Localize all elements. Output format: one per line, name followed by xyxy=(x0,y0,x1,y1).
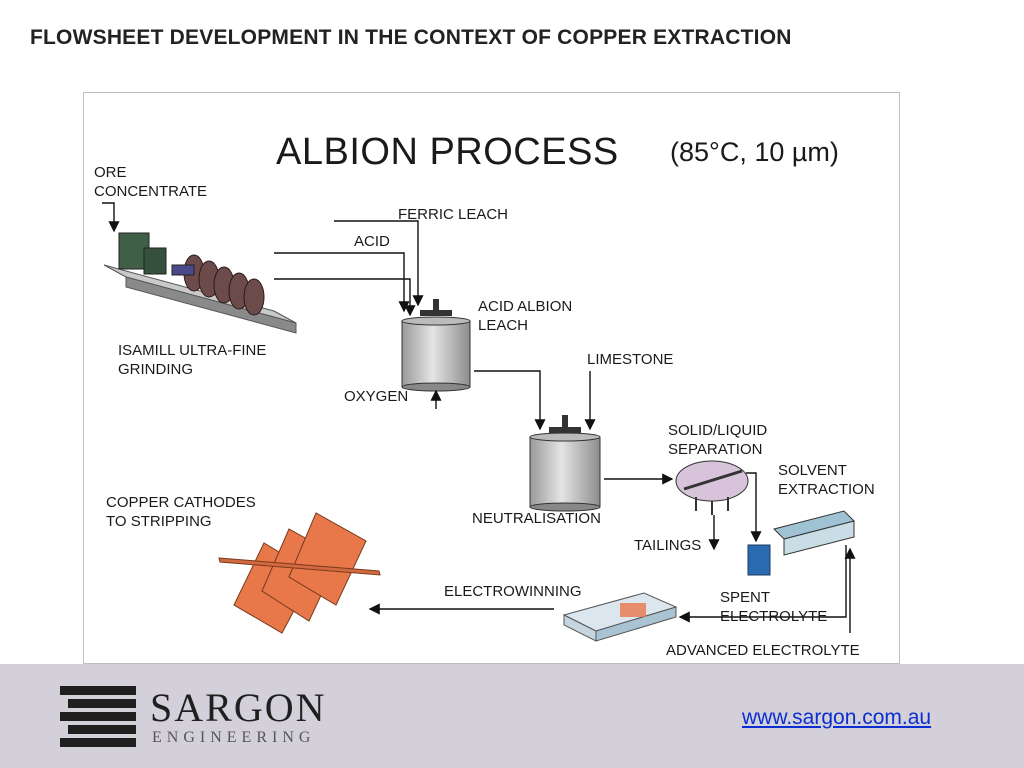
footer-bar: SARGON ENGINEERING www.sargon.com.au xyxy=(0,664,1024,768)
solvent-extraction-label: SOLVENT EXTRACTION xyxy=(778,462,875,498)
isamill-label: ISAMILL ULTRA-FINE GRINDING xyxy=(118,342,267,378)
copper-cathodes-icon xyxy=(218,512,381,634)
isamill-icon xyxy=(103,232,297,334)
electrowinning-icon xyxy=(562,592,678,642)
ore-concentrate-label: ORE CONCENTRATE xyxy=(94,164,208,200)
thickener-icon xyxy=(675,460,749,515)
tailings-label: TAILINGS xyxy=(634,537,702,554)
diagram-title: ALBION PROCESS xyxy=(276,131,619,173)
slide-title: FLOWSHEET DEVELOPMENT IN THE CONTEXT OF … xyxy=(30,26,792,49)
neutralisation-tank-icon xyxy=(529,415,601,512)
acid-albion-leach-label: ACID ALBION LEACH xyxy=(478,298,573,334)
website-link[interactable]: www.sargon.com.au xyxy=(742,706,932,729)
oxygen-label: OXYGEN xyxy=(344,388,409,405)
limestone-label: LIMESTONE xyxy=(587,351,674,368)
ferric-leach-label: FERRIC LEACH xyxy=(398,206,509,223)
electrowinning-label: ELECTROWINNING xyxy=(444,583,582,600)
logo-wordmark: SARGON xyxy=(150,685,327,730)
neutralisation-label: NEUTRALISATION xyxy=(472,510,601,527)
acid-label: ACID xyxy=(354,233,390,250)
spent-electrolyte-label: SPENT ELECTROLYTE xyxy=(720,589,828,625)
albion-process-diagram: ALBION PROCESS (85°C, 10 µm) ORE CONCENT… xyxy=(83,92,900,664)
leach-tank-icon xyxy=(401,299,471,392)
process-conditions: (85°C, 10 µm) xyxy=(670,137,839,167)
sargon-logo-icon xyxy=(60,686,136,747)
flow-diagram-graphics xyxy=(102,202,856,642)
logo-subtitle: ENGINEERING xyxy=(152,729,316,746)
solid-liquid-separation-label: SOLID/LIQUID SEPARATION xyxy=(668,422,768,458)
solvent-extraction-icon xyxy=(747,510,855,576)
copper-cathodes-label: COPPER CATHODES TO STRIPPING xyxy=(106,494,256,530)
advanced-electrolyte-label: ADVANCED ELECTROLYTE xyxy=(666,642,860,659)
